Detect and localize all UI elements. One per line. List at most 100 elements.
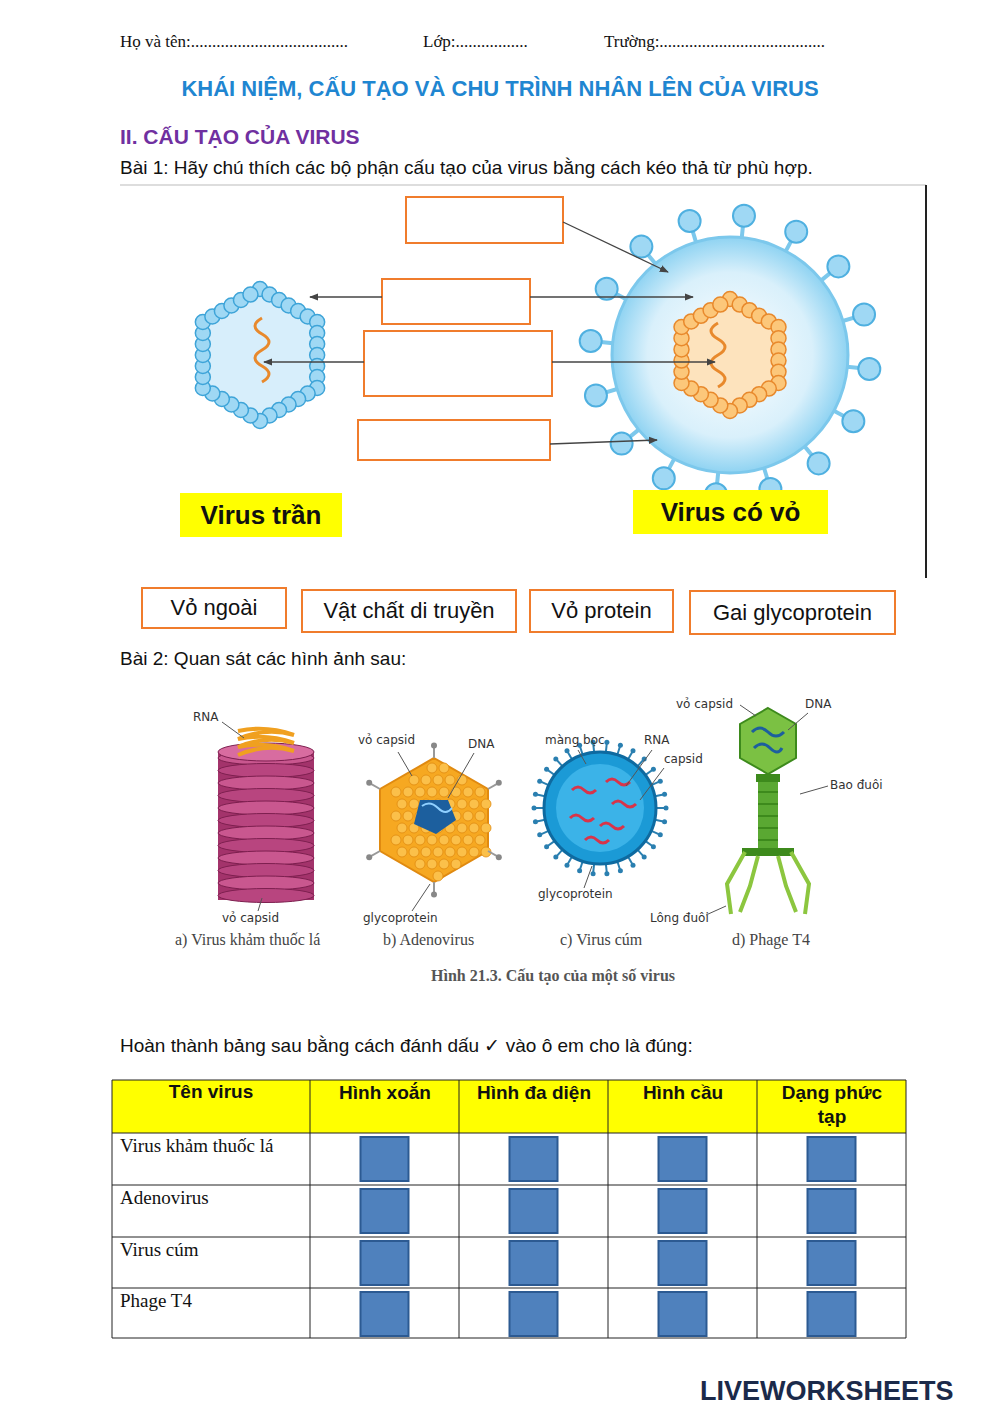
capsomere: [433, 871, 443, 881]
capsomere: [713, 297, 728, 312]
yellow-label: Virus trần: [180, 493, 342, 537]
glycoprotein-knob: [532, 806, 537, 811]
table-line: [112, 1338, 906, 1339]
checkbox: [808, 1137, 856, 1181]
glycoprotein-knob: [658, 832, 663, 837]
capsomere: [439, 835, 449, 845]
glycoprotein-knob: [544, 844, 549, 849]
capsomere: [433, 775, 443, 785]
capsomere: [409, 799, 419, 809]
capsomere: [445, 847, 455, 857]
checkbox: [510, 1137, 558, 1181]
node-text: Vỏ protein: [551, 598, 651, 624]
glycoprotein-knob: [858, 358, 880, 380]
capsomere: [463, 787, 473, 797]
table-line: [906, 1080, 907, 1338]
glycoprotein-knob: [642, 855, 647, 860]
table-header: Hình xoắn: [311, 1081, 459, 1105]
capsomere: [433, 847, 443, 857]
capsomere: [409, 775, 419, 785]
glycoprotein-knob: [651, 767, 656, 772]
table-line: [459, 1080, 460, 1338]
capsid-ring: [218, 801, 314, 815]
capsid-ring: [218, 814, 314, 828]
capsomere: [457, 823, 467, 833]
figure-subcaption: d) Phage T4: [732, 931, 810, 949]
fiber-knob: [431, 891, 437, 897]
capsomere: [427, 835, 437, 845]
capsomere: [469, 799, 479, 809]
capsomere: [427, 763, 437, 773]
glycoprotein-knob: [604, 871, 609, 876]
glycoprotein-knob: [577, 868, 582, 873]
figure-subcaption: a) Virus khảm thuốc lá: [175, 931, 320, 949]
capsomere: [457, 847, 467, 857]
part-label: RNA: [193, 710, 219, 724]
node-text: Vật chất di truyền: [323, 598, 494, 624]
glycoprotein-knob: [662, 819, 667, 824]
figure-subcaption: b) Adenovirus: [383, 931, 474, 949]
part-label: vỏ capsid: [676, 697, 733, 711]
table-header: Hình đa diện: [475, 1081, 593, 1105]
part-label: capsid: [664, 752, 703, 766]
capsomere: [475, 787, 485, 797]
capsomere: [391, 787, 401, 797]
part-label: vỏ capsid: [358, 733, 415, 747]
capsomere: [421, 775, 431, 785]
checkbox: [808, 1292, 856, 1336]
table-line: [112, 1237, 906, 1238]
table-header: Hình cầu: [609, 1081, 757, 1105]
part-label: Lông đuôi: [650, 911, 709, 925]
glycoprotein-knob: [611, 433, 633, 455]
capsid-ring: [218, 864, 314, 878]
capsomere: [397, 847, 407, 857]
table-line: [112, 1080, 906, 1081]
word-tile: Gai glycoprotein: [689, 590, 896, 635]
node-text: Vỏ ngoài: [171, 595, 258, 621]
checkbox: [510, 1189, 558, 1233]
word-tile: Vỏ protein: [529, 589, 674, 633]
yellow-label: Virus có vỏ: [633, 490, 828, 534]
checkbox: [659, 1292, 707, 1336]
capsomere: [427, 859, 437, 869]
word-tile: Vật chất di truyền: [301, 589, 517, 633]
capsid-rod: [218, 752, 314, 900]
part-label: DNA: [805, 697, 831, 711]
glycoprotein-knob: [662, 792, 667, 797]
capsomere: [439, 859, 449, 869]
fiber-knob: [366, 854, 372, 860]
capsid-ring: [218, 876, 314, 890]
checkbox: [808, 1189, 856, 1233]
capsomere: [439, 763, 449, 773]
capsomere: [391, 811, 401, 821]
capsomere: [403, 811, 413, 821]
glycoprotein-knob: [553, 855, 558, 860]
checkbox: [510, 1292, 558, 1336]
node-text: Gai glycoprotein: [713, 600, 872, 626]
capsid-ring: [218, 776, 314, 790]
capsid-ring: [218, 826, 314, 840]
glycoprotein-knob: [533, 792, 538, 797]
capsomere: [463, 835, 473, 845]
capsomere: [445, 775, 455, 785]
node-text: Virus có vỏ: [661, 497, 801, 528]
part-label: màng bọc: [545, 733, 605, 747]
capsomere: [415, 859, 425, 869]
table-line: [112, 1080, 113, 1338]
capsomere: [421, 847, 431, 857]
part-label: Bao đuôi: [830, 778, 883, 792]
glycoprotein-knob: [553, 756, 558, 761]
glycoprotein-knob: [658, 779, 663, 784]
glycoprotein-knob: [653, 467, 675, 489]
glycoprotein-knob: [604, 740, 609, 745]
table-line: [310, 1080, 311, 1338]
capsomere: [391, 835, 401, 845]
fiber-knob: [496, 780, 502, 786]
table-line: [112, 1288, 906, 1289]
glycoprotein-knob: [565, 748, 570, 753]
glycoprotein-knob: [679, 210, 701, 232]
capsomere: [469, 847, 479, 857]
capsomere: [463, 811, 473, 821]
figure-caption: Hình 21.3. Cấu tạo của một số virus: [303, 967, 803, 985]
capsomere: [415, 835, 425, 845]
